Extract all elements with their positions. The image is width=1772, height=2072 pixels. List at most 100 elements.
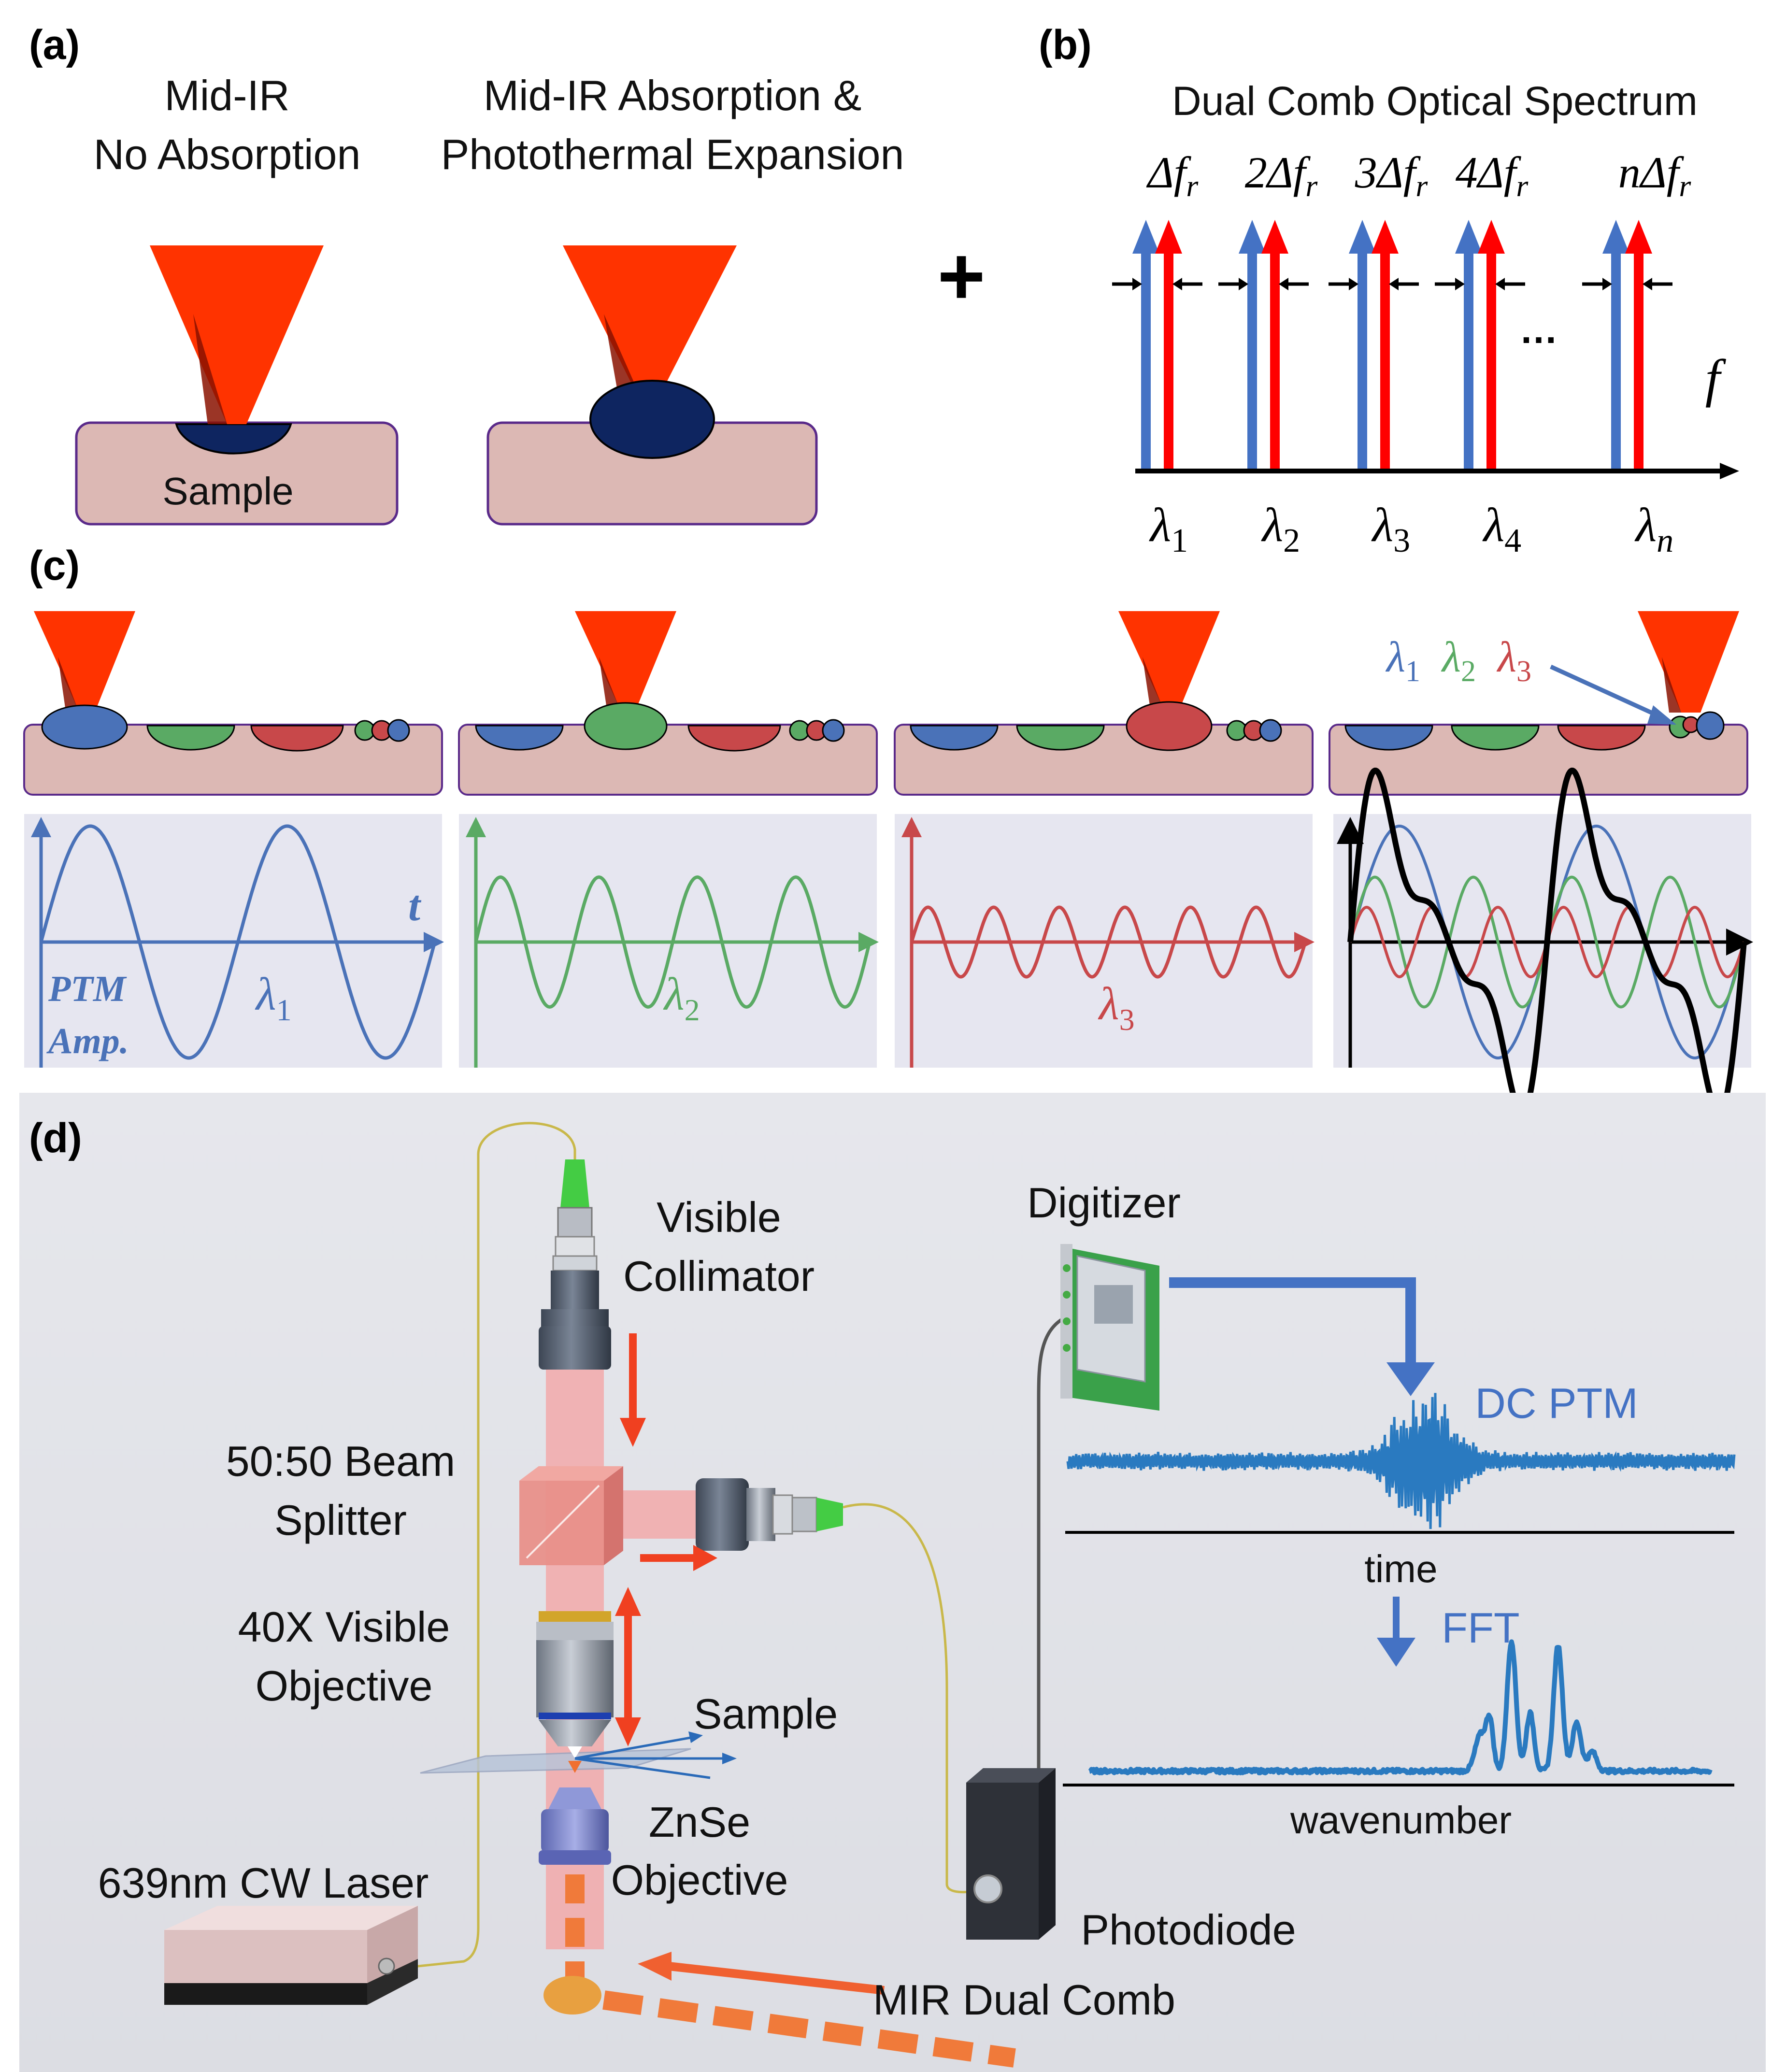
comb-teeth	[1112, 220, 1672, 471]
panel-b-label: (b)	[1039, 22, 1092, 68]
label-znse-1: ZnSe	[649, 1798, 750, 1846]
spacing-arrowhead-left-5	[1602, 278, 1612, 290]
label-visible-collimator-2: Collimator	[623, 1252, 815, 1300]
spacing-label-2: 2Δfr	[1245, 148, 1318, 203]
comb-tooth-head-red-3	[1372, 220, 1399, 254]
laser-cone-shadow	[193, 314, 227, 424]
photodiode	[966, 1768, 1056, 1940]
pit-green-4	[1451, 725, 1540, 751]
comb-tooth-blue-3	[1358, 251, 1367, 471]
pit-blue-3	[910, 725, 999, 751]
dc-ptm-interferogram	[1066, 1393, 1736, 1529]
panel-c-label: (c)	[29, 543, 80, 589]
label-beam-splitter-1: 50:50 Beam	[226, 1437, 456, 1485]
focus-cone	[568, 1746, 582, 1758]
comb-tooth-red-1	[1164, 251, 1173, 471]
panel-b: (b) Dual Comb Optical Spectrum Δfr 2Δfr …	[1039, 22, 1739, 559]
visible-objective	[536, 1611, 614, 1746]
dot-blue-4	[1696, 711, 1725, 740]
spacing-arrowhead-right-3	[1389, 278, 1399, 290]
comb-tooth-red-4	[1486, 251, 1496, 471]
cone-frame-3-shadow	[1143, 657, 1162, 705]
comb-tooth-head-red-1	[1155, 220, 1182, 254]
comb-tooth-head-blue-3	[1349, 220, 1376, 254]
spacing-arrowhead-right-2	[1279, 278, 1288, 290]
waveform-sum	[1347, 768, 1747, 1116]
label-fft: FFT	[1442, 1604, 1519, 1652]
comb-tooth-head-red-2	[1261, 220, 1288, 254]
cone-frame-1	[34, 611, 135, 708]
panel-d: (d)	[19, 1093, 1766, 2072]
wavelength-4: λ4	[1482, 498, 1521, 559]
wavelength-n: λn	[1634, 498, 1673, 559]
expanded-absorber	[589, 380, 715, 459]
comb-tooth-head-blue-4	[1455, 220, 1482, 254]
panel-b-title: Dual Comb Optical Spectrum	[1172, 78, 1698, 124]
cone-frame-2	[575, 611, 676, 705]
dc-ptm-trace	[1066, 1393, 1736, 1529]
dot-blue-1	[387, 719, 410, 742]
legend-lambda-2: λ2	[1441, 633, 1476, 688]
detector-collimator	[696, 1478, 843, 1551]
spacing-label-1: Δfr	[1146, 148, 1199, 203]
visible-collimator	[539, 1159, 611, 1370]
cone-frame-4	[1638, 611, 1739, 713]
fiber-laser	[372, 1122, 576, 1972]
plus-sign: +	[937, 230, 985, 322]
comb-tooth-blue-1	[1141, 251, 1151, 471]
panel-a-left-title-2: No Absorption	[94, 130, 361, 178]
spacing-arrowhead-left-3	[1349, 278, 1358, 290]
wave-label-3: λ3	[1098, 978, 1135, 1037]
absorber-region	[175, 423, 292, 455]
label-time: time	[1364, 1547, 1437, 1590]
comb-tooth-blue-4	[1464, 251, 1473, 471]
dot-blue-2	[822, 719, 845, 742]
fft-spectrum-trace	[1088, 1639, 1713, 1775]
cable-digitizer	[1037, 1317, 1064, 1768]
cone-frame-3	[1118, 611, 1220, 705]
label-znse-2: Objective	[611, 1856, 788, 1904]
label-photodiode: Photodiode	[1081, 1906, 1296, 1954]
spacing-arrowhead-right-4	[1495, 278, 1505, 290]
fft-spectrum	[1088, 1639, 1713, 1775]
wavelength-2: λ2	[1261, 498, 1300, 559]
laser-cone-2	[563, 245, 737, 396]
digitizer-card	[1060, 1244, 1159, 1411]
panel-d-label: (d)	[29, 1115, 82, 1161]
comb-tooth-red-3	[1380, 251, 1390, 471]
sample-strip-2	[458, 724, 878, 796]
panel-a-left-title-1: Mid-IR	[164, 71, 289, 119]
comb-tooth-head-red-4	[1478, 220, 1505, 254]
spacing-arrowhead-left-4	[1455, 278, 1465, 290]
mir-beam-horizontal	[602, 1990, 1016, 2068]
frequency-axis-arrow	[1720, 463, 1739, 479]
znse-objective	[539, 1787, 611, 1865]
panel-c: (c) λ1 λ2 λ3 t PTM Amp. λ1 λ2 λ3	[23, 543, 1753, 1116]
bump-red-3	[1126, 701, 1213, 751]
stage-axis-z	[574, 1757, 711, 1779]
mir-focus-cone	[568, 1761, 582, 1773]
spacing-label-3: 3Δfr	[1355, 148, 1429, 203]
cone-frame-4-shadow	[1662, 657, 1681, 713]
ptm-label-line1: PTM	[48, 969, 127, 1009]
panel-a-right-title-1: Mid-IR Absorption &	[484, 71, 862, 119]
comb-tooth-head-blue-2	[1239, 220, 1266, 254]
legend-lambda-3: λ3	[1496, 633, 1531, 688]
comb-tooth-head-blue-5	[1602, 220, 1629, 254]
panel-a-right-title-2: Photothermal Expansion	[441, 130, 904, 178]
beam-splitter-cube	[519, 1466, 623, 1565]
label-beam-splitter-2: Splitter	[274, 1496, 407, 1544]
pit-red-4	[1557, 725, 1646, 751]
spacing-arrowhead-left-1	[1132, 278, 1142, 290]
sample-strip-4	[1329, 724, 1748, 796]
sample-strip-1	[23, 724, 443, 796]
fiber-detector	[843, 1503, 986, 1893]
comb-tooth-head-blue-1	[1132, 220, 1159, 254]
legend-pointer-head	[1647, 705, 1676, 725]
waveform-1	[39, 824, 437, 1060]
cone-frame-2-shadow	[599, 657, 618, 705]
label-cw-laser: 639nm CW Laser	[98, 1859, 429, 1907]
cone-frame-1-shadow	[58, 657, 77, 708]
spacing-arrowhead-right-5	[1643, 278, 1652, 290]
comb-tooth-red-2	[1270, 251, 1280, 471]
